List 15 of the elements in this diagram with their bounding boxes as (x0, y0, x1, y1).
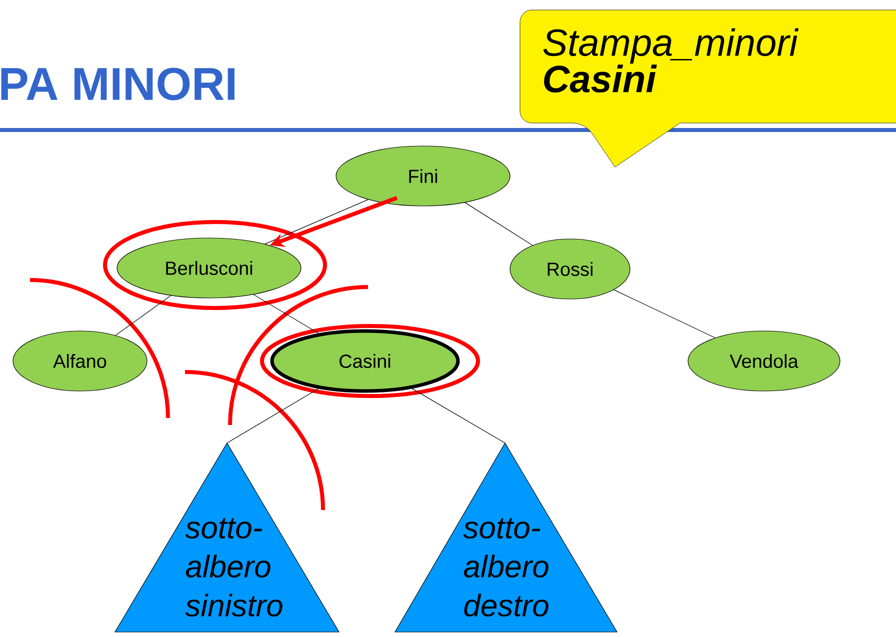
tree-edge (614, 290, 716, 338)
tree-node: Fini (336, 146, 510, 206)
tree-edge (264, 199, 368, 244)
tree-node: Casini (270, 329, 460, 393)
tree-node: Rossi (510, 238, 630, 300)
tree-node: Vendola (688, 330, 840, 392)
tree-node: Berlusconi (116, 238, 302, 298)
tree-edge (115, 295, 172, 336)
tree-edge (464, 202, 533, 246)
tree-edge (226, 388, 319, 444)
speech-bubble: Stampa_minori Casini (520, 10, 896, 168)
tree-edge (253, 294, 319, 334)
tree-node: Alfano (12, 330, 148, 392)
slide-title: PA MINORI (1, 68, 234, 100)
tree-edge (412, 388, 506, 444)
